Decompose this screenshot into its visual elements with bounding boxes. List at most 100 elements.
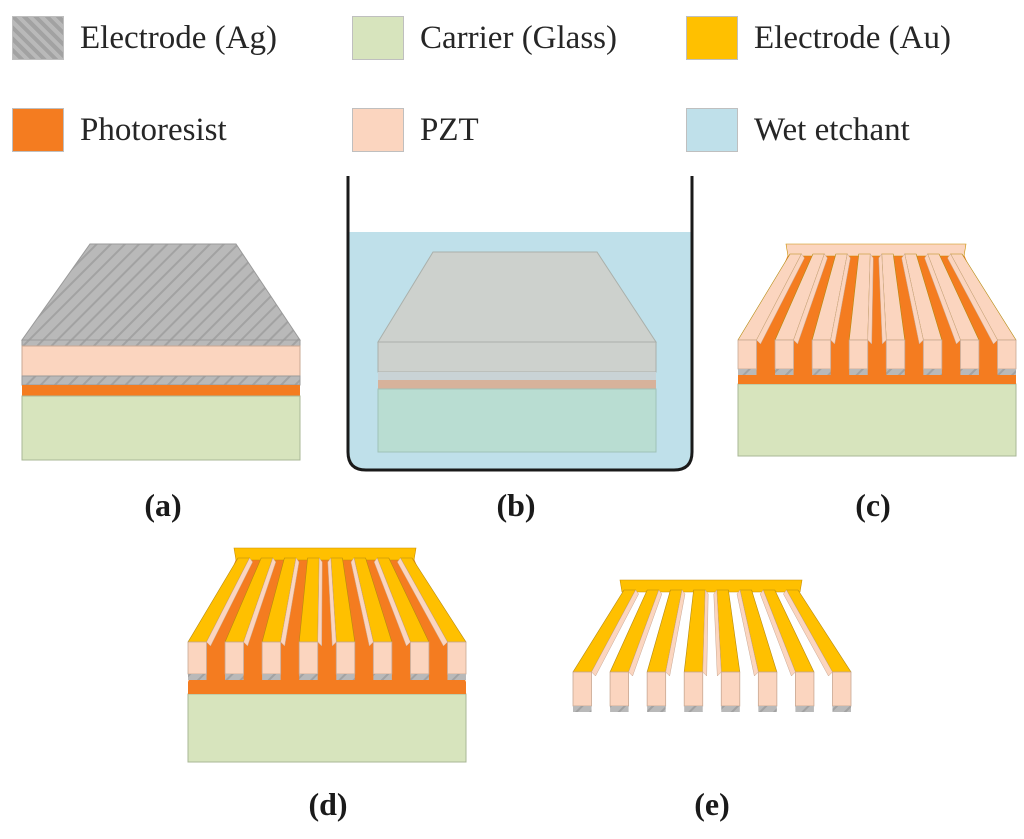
comb-finger-wall: [878, 253, 887, 345]
comb-finger-electrode: [997, 369, 1016, 375]
comb-finger-front: [774, 339, 794, 370]
comb-finger-electrode: [299, 674, 318, 680]
panel-label-c: (c): [855, 487, 891, 523]
panel-b-etch-bath: [346, 176, 694, 472]
comb-finger-front: [187, 641, 207, 675]
glass-carrier: [187, 693, 467, 763]
comb-finger-electrode: [849, 369, 868, 375]
comb-back-bar: [619, 579, 803, 593]
comb-finger-wall: [867, 253, 874, 345]
comb-finger-front: [298, 641, 319, 675]
panel-a-pzt-layer: [21, 345, 301, 377]
comb-finger-front: [960, 339, 980, 370]
photoresist-base: [738, 373, 1016, 384]
comb-finger-electrode: [812, 369, 831, 375]
comb-finger-electrode: [573, 706, 592, 712]
legend-item-pzt: PZT: [352, 106, 479, 154]
comb-finger-wall: [756, 253, 805, 345]
legend-item-wet-etchant: Wet etchant: [686, 106, 910, 154]
comb-finger-wall: [665, 589, 686, 677]
comb-finger-wall: [206, 557, 253, 647]
legend-item-electrode-au: Electrode (Au): [686, 14, 951, 62]
legend-swatch-photoresist: [12, 108, 64, 152]
legend-label-pzt: PZT: [420, 111, 479, 148]
legend-label-carrier-glass: Carrier (Glass): [420, 19, 618, 56]
panel-label-e: (e): [694, 786, 730, 822]
legend-item-electrode-ag: Electrode (Ag): [12, 14, 277, 62]
comb-finger-electrode: [410, 674, 429, 680]
comb-finger-wall: [947, 253, 998, 345]
panel-a-stack: [21, 243, 301, 461]
comb-finger-electrode: [795, 706, 814, 712]
panel-b-submerged-pzt: [377, 341, 657, 373]
comb-finger-front: [409, 641, 430, 675]
comb-finger-top: [683, 589, 706, 673]
panel-c-comb-pzt: [737, 243, 1017, 457]
panel-b-submerged-photoresist: [378, 380, 656, 389]
panel-b-submerged-electrode-bottom: [378, 372, 656, 380]
comb-finger-electrode: [923, 369, 942, 375]
comb-finger-wall: [317, 557, 323, 647]
comb-finger-electrode: [832, 706, 851, 712]
comb-finger-electrode: [647, 706, 666, 712]
legend-swatch-electrode-ag: [12, 16, 64, 60]
comb-finger-wall: [713, 589, 722, 677]
comb-finger-wall: [350, 557, 374, 647]
panel-d-comb-au: [187, 547, 467, 763]
comb-finger-front: [811, 339, 832, 370]
comb-finger-front: [683, 671, 704, 707]
comb-finger-front: [885, 339, 906, 370]
comb-finger-electrode: [336, 674, 355, 680]
comb-finger-electrode: [886, 369, 905, 375]
comb-finger-front: [832, 671, 852, 707]
comb-finger-wall: [628, 589, 663, 677]
comb-finger-front: [757, 671, 778, 707]
panel-b-submerged-glass: [377, 388, 657, 453]
comb-finger-electrode: [684, 706, 703, 712]
comb-finger-front: [261, 641, 282, 675]
panel-e-released-comb: [572, 579, 852, 712]
comb-finger-front: [720, 671, 741, 707]
comb-finger-front: [646, 671, 667, 707]
comb-finger-front: [372, 641, 393, 675]
comb-back-bar: [785, 243, 967, 257]
comb-finger-electrode: [738, 369, 757, 375]
comb-finger-front: [572, 671, 592, 707]
panel-a-glass-carrier: [21, 395, 301, 461]
comb-finger-electrode: [758, 706, 777, 712]
comb-finger-front: [335, 641, 356, 675]
comb-finger-wall: [830, 253, 851, 345]
comb-finger-wall: [901, 253, 924, 345]
comb-finger-front: [997, 339, 1017, 370]
panel-a-ag-bottom-electrode: [21, 375, 301, 386]
comb-finger-electrode: [373, 674, 392, 680]
comb-finger-front: [848, 339, 869, 370]
comb-finger-electrode: [447, 674, 466, 680]
legend-item-carrier-glass: Carrier (Glass): [352, 14, 617, 62]
comb-finger-wall: [373, 557, 411, 647]
comb-finger-wall: [243, 557, 277, 647]
comb-finger-front: [447, 641, 467, 675]
legend-swatch-carrier-glass: [352, 16, 404, 60]
panel-a-ag-top-edge: [21, 339, 301, 347]
comb-back-bar: [233, 547, 417, 561]
comb-finger-electrode: [610, 706, 629, 712]
comb-finger-electrode: [721, 706, 740, 712]
comb-finger-wall: [591, 589, 639, 677]
comb-finger-electrode: [960, 369, 979, 375]
legend-label-electrode-au: Electrode (Au): [754, 19, 951, 56]
comb-finger-wall: [327, 557, 337, 647]
legend-item-photoresist: Photoresist: [12, 106, 227, 154]
comb-finger-wall: [280, 557, 300, 647]
panel-a-photoresist-layer: [22, 385, 300, 396]
comb-finger-wall: [793, 253, 828, 345]
comb-finger-front: [609, 671, 629, 707]
comb-finger-electrode: [225, 674, 244, 680]
comb-finger-wall: [397, 557, 448, 647]
comb-finger-front: [922, 339, 943, 370]
comb-finger-front: [795, 671, 815, 707]
legend-label-electrode-ag: Electrode (Ag): [80, 19, 277, 56]
legend-label-photoresist: Photoresist: [80, 111, 227, 148]
comb-finger-wall: [736, 589, 759, 677]
